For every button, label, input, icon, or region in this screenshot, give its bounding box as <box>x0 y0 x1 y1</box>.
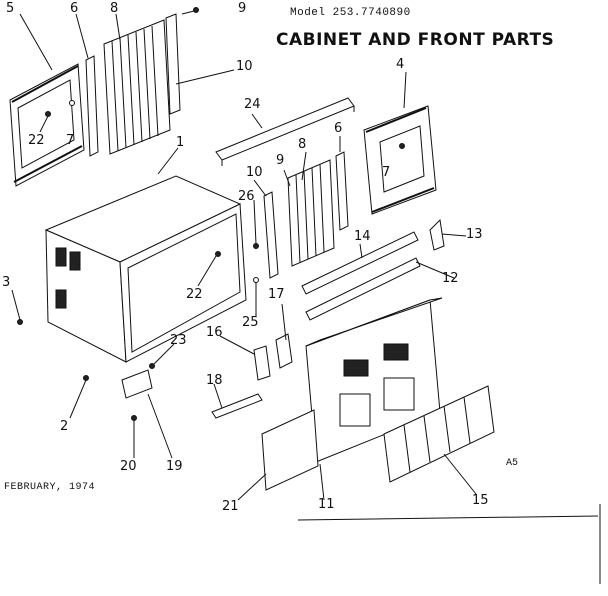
callout-24: 24 <box>244 97 261 112</box>
callout-2: 2 <box>60 419 69 434</box>
part-bracket-19 <box>121 369 153 399</box>
callout-17: 17 <box>268 287 285 302</box>
callout-15: 15 <box>472 493 489 508</box>
part-cabinet-1 <box>44 175 247 363</box>
callout-6: 6 <box>70 1 79 16</box>
callout-13: 13 <box>466 227 483 242</box>
part-bracket-16 <box>253 345 271 381</box>
callout-22b: 22 <box>186 287 203 302</box>
sheet-code: A5 <box>506 458 519 469</box>
screw-26-icon <box>253 243 259 249</box>
callout-7: 7 <box>66 133 75 148</box>
callout-25: 25 <box>242 315 259 330</box>
diagram-title: CABINET AND FRONT PARTS <box>276 30 555 50</box>
callout-10b: 10 <box>246 165 263 180</box>
part-strip-6 <box>85 55 99 157</box>
screw-9-icon <box>193 7 199 13</box>
part-louver-8b <box>287 159 335 267</box>
callout-7b: 7 <box>382 165 391 180</box>
part-frame-5 <box>9 63 85 187</box>
callout-19: 19 <box>166 459 183 474</box>
part-strip-10b <box>263 191 279 279</box>
screw-22b-icon <box>215 251 221 257</box>
screw-23-icon <box>149 363 155 369</box>
callout-23: 23 <box>170 333 187 348</box>
part-filter-15 <box>383 385 495 483</box>
clip-7-icon <box>69 100 75 106</box>
clip-7b-icon <box>399 143 405 149</box>
part-rail-24 <box>215 97 355 166</box>
part-frame-4 <box>363 105 437 215</box>
callout-22: 22 <box>28 133 45 148</box>
callout-3: 3 <box>2 275 11 290</box>
part-strip-6b <box>335 151 349 231</box>
callout-6b: 6 <box>334 121 343 136</box>
part-bar-18 <box>211 393 263 419</box>
part-strip-10 <box>165 13 181 115</box>
callout-4: 4 <box>396 57 405 72</box>
part-grille-11 <box>305 297 443 463</box>
part-bracket-13 <box>429 218 445 251</box>
callout-26: 26 <box>238 189 255 204</box>
leader-lines <box>11 13 601 584</box>
screw-3-icon <box>17 319 23 325</box>
callout-10: 10 <box>236 59 253 74</box>
part-bracket-17 <box>275 333 293 369</box>
callout-20: 20 <box>120 459 137 474</box>
callout-9: 9 <box>238 1 247 16</box>
callout-9b: 9 <box>276 153 285 168</box>
screw-25-icon <box>253 277 259 283</box>
model-number: Model 253.7740890 <box>290 7 411 19</box>
screw-20-icon <box>131 415 137 421</box>
callout-8b: 8 <box>298 137 307 152</box>
callout-12: 12 <box>442 271 459 286</box>
part-panel-21 <box>261 409 319 491</box>
screw-2-icon <box>83 375 89 381</box>
callout-11: 11 <box>318 497 335 512</box>
date-label: FEBRUARY, 1974 <box>4 482 96 493</box>
callout-21: 21 <box>222 499 239 514</box>
callout-1: 1 <box>176 135 185 150</box>
part-rail-12 <box>305 257 421 321</box>
part-rail-14 <box>301 231 419 295</box>
screw-22-icon <box>45 111 51 117</box>
callout-8: 8 <box>110 1 119 16</box>
part-louver-8 <box>103 19 171 155</box>
callout-5: 5 <box>6 1 15 16</box>
callout-14: 14 <box>354 229 371 244</box>
callout-16: 16 <box>206 325 223 340</box>
callout-18: 18 <box>206 373 223 388</box>
